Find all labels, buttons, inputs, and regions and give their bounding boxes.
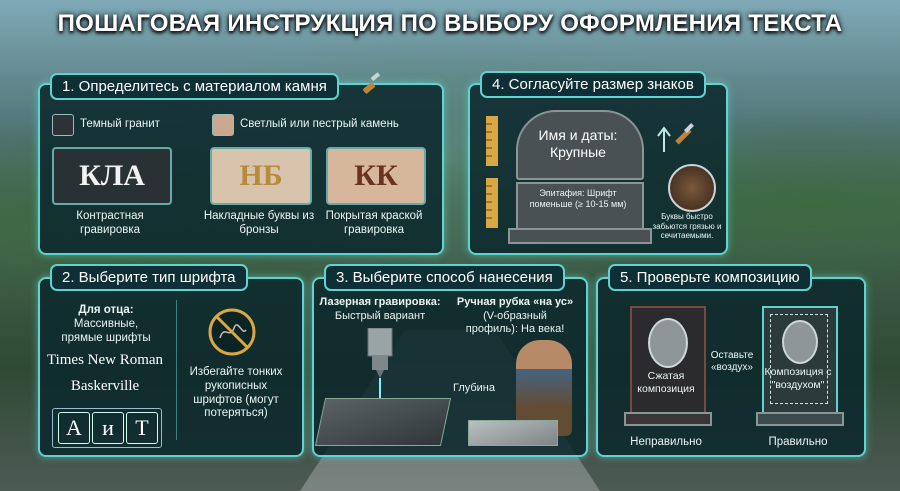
- leave-air-label: Оставьте «воздух»: [710, 350, 754, 373]
- bronze-letters-sample: НБ: [210, 147, 312, 205]
- big-text-label: Имя и даты: Крупные: [538, 127, 618, 160]
- laser-desc: Быстрый вариант: [334, 310, 426, 322]
- font-type-desc: Массивные, прямые шрифты: [61, 318, 151, 344]
- font-times: Times New Roman: [46, 352, 164, 368]
- dark-granite-swatch: [52, 114, 74, 136]
- ruler-icon: [486, 116, 498, 228]
- painted-engraving-sample: КК: [326, 147, 426, 205]
- monument-base: [516, 182, 644, 230]
- laser-slab: [314, 398, 452, 446]
- step3-header: 3. Выберите способ нанесения: [324, 264, 565, 291]
- manual-title: Ручная рубка «на ус»: [456, 296, 574, 308]
- avoid-script-text: Избегайте тонких рукописных шрифтов (мог…: [189, 366, 283, 420]
- manual-desc: (V-образный профиль): На века!: [465, 310, 565, 336]
- step2-panel: [38, 277, 304, 457]
- dirt-note: Буквы быстро забьются грязью и сечитаемы…: [652, 212, 722, 241]
- good-air-frame: [770, 314, 828, 404]
- good-composition-text: Композиция с "воздухом": [764, 366, 832, 391]
- dark-granite-sample: КЛА: [52, 147, 172, 205]
- painted-caption: Покрытая краской гравировка: [325, 210, 423, 236]
- laser-title: Лазерная гравировка:: [319, 296, 441, 308]
- letter-a: А: [58, 412, 90, 444]
- for-father-label: Для отца:: [78, 304, 134, 316]
- bad-composition-text: Сжатая композиция: [637, 370, 695, 395]
- manual-slab: [468, 420, 558, 446]
- tools-icon: [675, 123, 694, 145]
- bad-photo-avatar: [648, 318, 688, 368]
- letters-frame: [52, 408, 162, 448]
- monument-top: [516, 110, 644, 180]
- good-photo-avatar: [782, 320, 818, 364]
- step2-divider: [176, 300, 177, 440]
- epitaph-label: Эпитафия: Шрифт поменьше (≥ 10-15 мм): [529, 188, 627, 209]
- step4-header: 4. Согласуйте размер знаков: [480, 71, 706, 98]
- wrong-label: Неправильно: [630, 436, 702, 448]
- chisel-icon: [362, 72, 381, 94]
- right-label: Правильно: [768, 436, 828, 448]
- bronze-caption: Накладные буквы из бронзы: [203, 210, 315, 236]
- no-script-icon: [208, 308, 256, 356]
- dark-granite-label: Темный гранит: [80, 118, 160, 130]
- page-title: ПОШАГОВАЯ ИНСТРУКЦИЯ ПО ВЫБОРУ ОФОРМЛЕНИ…: [57, 10, 843, 37]
- depth-label: Глубина: [452, 382, 496, 394]
- monument-plinth: [508, 228, 652, 244]
- light-stone-swatch: [212, 114, 234, 136]
- letter-t: Т: [126, 412, 158, 444]
- step2-header: 2. Выберите тип шрифта: [50, 264, 248, 291]
- bad-plinth: [624, 412, 712, 426]
- step1-header: 1. Определитесь с материалом камня: [50, 73, 339, 100]
- dark-granite-caption: Контрастная гравировка: [76, 210, 144, 236]
- light-stone-label: Светлый или пестрый камень: [240, 118, 399, 130]
- step5-header: 5. Проверьте композицию: [608, 264, 812, 291]
- laser-head-icon: [367, 328, 393, 408]
- font-baskerville: Baskerville: [70, 378, 140, 394]
- letter-i: и: [92, 412, 124, 444]
- dirt-magnifier: [668, 164, 716, 212]
- arrow-up-icon: [657, 126, 671, 152]
- good-plinth: [756, 412, 844, 426]
